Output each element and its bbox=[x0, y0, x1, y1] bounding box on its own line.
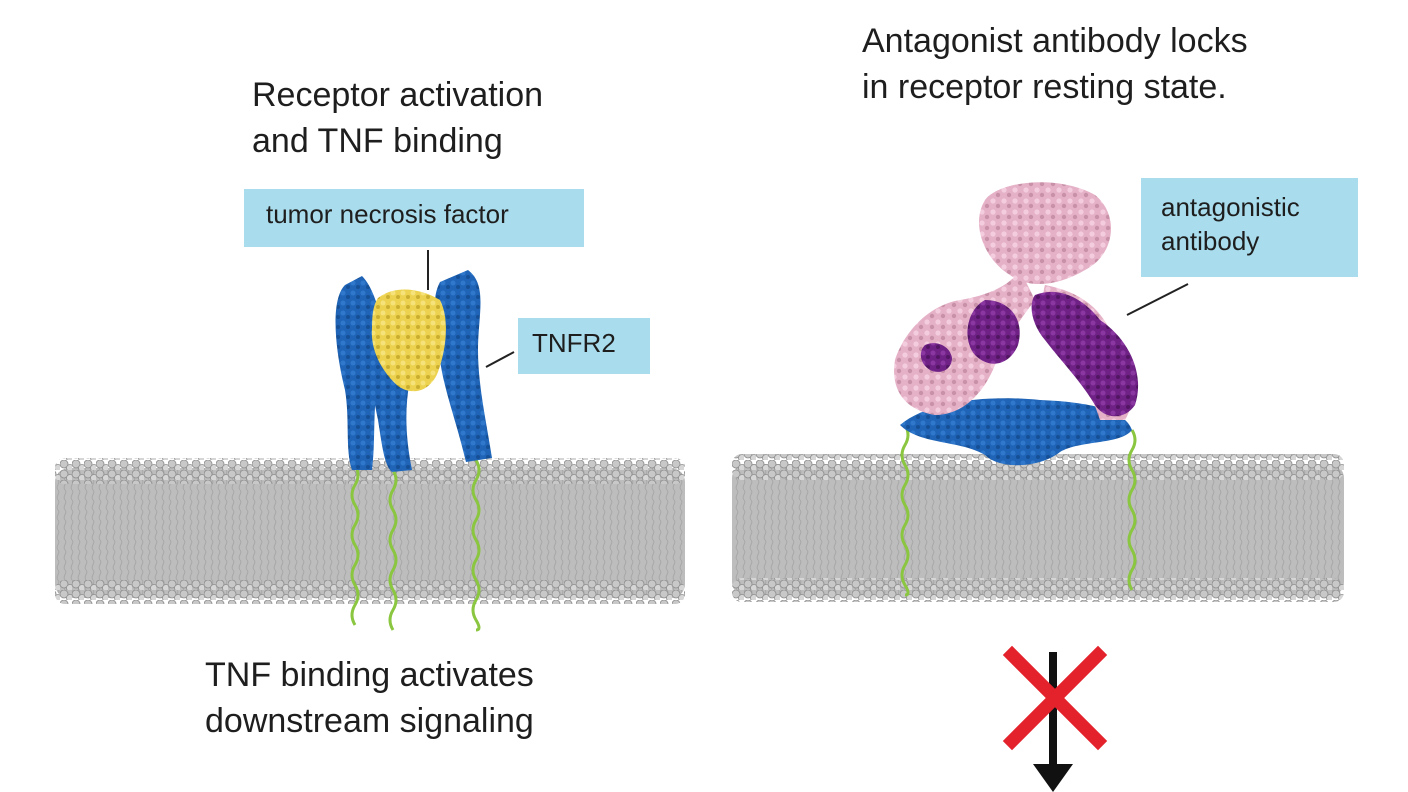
tnfr2-leader-line bbox=[485, 351, 515, 368]
left-title-line-2: and TNF binding bbox=[252, 122, 503, 160]
tnfr2-label: TNFR2 bbox=[518, 318, 650, 374]
left-transmembrane-helices bbox=[350, 459, 481, 632]
right-title: Antagonist antibody locks in receptor re… bbox=[862, 18, 1248, 110]
tnfr2-label-text: TNFR2 bbox=[532, 328, 616, 358]
right-title-line-2: in receptor resting state. bbox=[862, 68, 1227, 106]
red-x-over-down-arrow-icon bbox=[1002, 645, 1108, 792]
left-title-line-1: Receptor activation bbox=[252, 76, 544, 114]
left-membrane bbox=[55, 458, 685, 604]
right-transmembrane-helices bbox=[900, 424, 1137, 597]
antagonistic-antibody bbox=[894, 182, 1139, 420]
right-title-line-1: Antagonist antibody locks bbox=[862, 22, 1248, 60]
left-caption-line-1: TNF binding activates bbox=[205, 656, 534, 694]
tumor-necrosis-factor bbox=[371, 289, 446, 392]
left-caption-line-2: downstream signaling bbox=[205, 702, 534, 740]
tnf-label-text: tumor necrosis factor bbox=[266, 199, 509, 229]
antibody-label: antagonistic antibody bbox=[1141, 178, 1358, 277]
antibody-label-line-1: antagonistic bbox=[1161, 192, 1300, 222]
antibody-label-line-2: antibody bbox=[1161, 226, 1260, 256]
left-title: Receptor activation and TNF binding bbox=[252, 72, 543, 164]
tnf-label: tumor necrosis factor bbox=[244, 189, 584, 247]
right-membrane bbox=[732, 454, 1344, 602]
antibody-leader-line bbox=[1126, 283, 1189, 316]
tnfr2-receptors bbox=[335, 270, 492, 472]
left-caption: TNF binding activates downstream signali… bbox=[205, 652, 534, 744]
resting-receptor bbox=[900, 398, 1132, 466]
